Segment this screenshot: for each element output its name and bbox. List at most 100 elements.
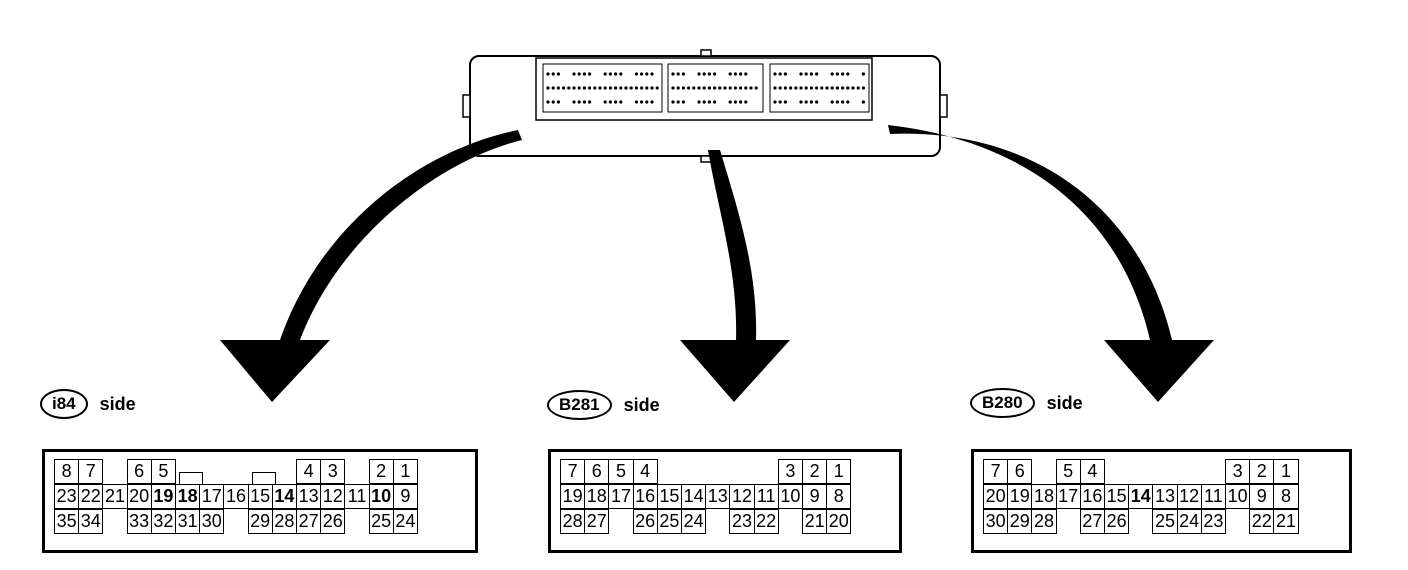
pin-cell: 12 [1176,484,1202,509]
pin-cell: 27 [296,509,322,534]
pin-cell: 7 [983,459,1009,484]
pin-cell: 19 [1007,484,1033,509]
pin-cell: 3 [1225,459,1251,484]
pin-cell: 4 [1079,459,1105,484]
pin-cell: 26 [320,509,346,534]
pin-cell: 6 [126,459,152,484]
pin-cell: 30 [199,509,225,534]
connector-id-oval: B280 [970,388,1035,418]
pin-cell: 23 [729,509,755,534]
arrow-to-b281 [680,150,790,402]
pin-cell: 20 [826,509,852,534]
arrow-to-i84 [220,130,522,402]
pin-cell: 19 [150,484,176,509]
pin-cell: 7 [560,459,586,484]
pin-cell: 11 [344,484,370,509]
pin-cell: 18 [175,484,201,509]
side-text: side [1046,392,1083,413]
pin-cell: 29 [247,509,273,534]
pin-cell: 15 [247,484,273,509]
connector-label-b281: B281 side [547,390,660,420]
pin-cell: 4 [632,459,658,484]
pin-cell: 26 [1104,509,1130,534]
pin-cell: 21 [102,484,128,509]
control-unit [462,49,948,163]
pin-cell: 13 [1152,484,1178,509]
pin-cell: 10 [1225,484,1251,509]
pin-cell: 16 [1079,484,1105,509]
pin-cell: 5 [1055,459,1081,484]
connector-face-pins [542,63,870,113]
pin-cell: 33 [126,509,152,534]
connector-id-oval: B281 [547,390,612,420]
pin-cell: 25 [1152,509,1178,534]
pin-cell: 11 [753,484,779,509]
pin-cell: 1 [1273,459,1299,484]
key-tab [251,472,276,484]
pin-cell: 31 [175,509,201,534]
pin-cell: 26 [632,509,658,534]
pin-cell: 22 [1249,509,1275,534]
pin-cell: 21 [802,509,828,534]
pin-cell: 5 [608,459,634,484]
pin-cell: 25 [656,509,682,534]
pin-cell: 23 [1200,509,1226,534]
pin-cell: 6 [584,459,610,484]
pin-cell: 18 [584,484,610,509]
pin-cell: 2 [1249,459,1275,484]
pin-cell: 14 [1128,484,1154,509]
pin-cell: 27 [1079,509,1105,534]
pin-cell: 8 [826,484,852,509]
pin-cell: 20 [126,484,152,509]
pin-cell: 9 [392,484,418,509]
key-tab [179,472,204,484]
pin-cell: 3 [777,459,803,484]
pin-cell: 35 [54,509,80,534]
pin-cell: 2 [368,459,394,484]
pin-cell: 21 [1273,509,1299,534]
pin-cell: 23 [54,484,80,509]
pin-cell: 34 [78,509,104,534]
pin-cell: 30 [983,509,1009,534]
pin-cell: 16 [223,484,249,509]
pin-cell: 8 [1273,484,1299,509]
pin-cell: 28 [1031,509,1057,534]
pin-cell: 24 [392,509,418,534]
connector-id-oval: i84 [40,389,88,419]
pin-cell: 15 [656,484,682,509]
arrow-to-b280 [888,125,1214,402]
pin-cell: 1 [826,459,852,484]
pin-cell: 17 [199,484,225,509]
pin-cell: 22 [753,509,779,534]
pin-cell: 4 [296,459,322,484]
pin-cell: 17 [608,484,634,509]
control-unit-ear-right [939,94,948,118]
pin-cell: 17 [1055,484,1081,509]
pin-cell: 19 [560,484,586,509]
pin-cell: 29 [1007,509,1033,534]
side-text: side [99,393,136,414]
pin-cell: 9 [1249,484,1275,509]
pin-cell: 24 [681,509,707,534]
pin-cell: 12 [320,484,346,509]
control-unit-ear-left [462,94,471,118]
pin-cell: 20 [983,484,1009,509]
pin-cell: 22 [78,484,104,509]
pin-cell: 10 [777,484,803,509]
control-unit-top-tab [700,49,712,57]
pin-cell: 1 [392,459,418,484]
pin-cell: 6 [1007,459,1033,484]
pin-cell: 13 [296,484,322,509]
pin-cell: 32 [150,509,176,534]
pin-cell: 15 [1104,484,1130,509]
pin-cell: 9 [802,484,828,509]
pin-cell: 24 [1176,509,1202,534]
pin-cell: 13 [705,484,731,509]
pin-cell: 3 [320,459,346,484]
pin-cell: 7 [78,459,104,484]
connector-label-b280: B280 side [970,388,1083,418]
pin-cell: 18 [1031,484,1057,509]
pin-cell: 28 [271,509,297,534]
